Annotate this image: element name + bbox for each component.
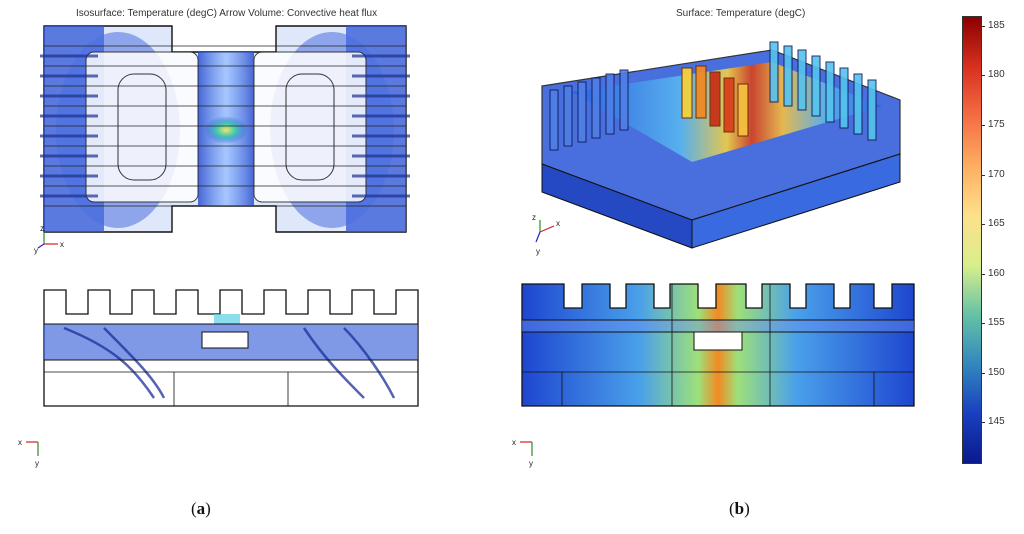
- panel-b-side-view: [521, 283, 915, 407]
- colorbar-tick-mark: [981, 224, 985, 226]
- panel-a-bottom-triad: x y: [18, 438, 39, 468]
- svg-text:y: y: [35, 459, 39, 468]
- panel-b-caption: (b): [729, 499, 750, 518]
- colorbar-tick-label: 170: [988, 168, 1005, 180]
- colorbar-tick-label: 145: [988, 416, 1005, 428]
- colorbar-tick-mark: [981, 273, 985, 275]
- panel-b-title: Surface: Temperature (degC): [676, 8, 806, 19]
- colorbar-tick-label: 185: [988, 19, 1005, 31]
- colorbar-tick-mark: [981, 323, 985, 325]
- panel-a-top-triad: z y x: [34, 224, 64, 255]
- panel-a-side-view: [43, 289, 419, 407]
- colorbar-tick-label: 160: [988, 267, 1005, 279]
- colorbar-tick-mark: [981, 372, 985, 374]
- panel-a-title: Isosurface: Temperature (degC) Arrow Vol…: [76, 8, 378, 19]
- colorbar-tick-mark: [981, 75, 985, 77]
- colorbar-tick-label: 175: [988, 119, 1005, 131]
- colorbar-tick-mark: [981, 174, 985, 176]
- svg-text:z: z: [40, 224, 44, 233]
- svg-text:x: x: [60, 240, 64, 249]
- panel-b-top-triad: z x y: [532, 213, 560, 256]
- panel-b-isometric-view: z x y: [532, 41, 901, 256]
- panel-a-caption: (a): [191, 499, 211, 518]
- colorbar-tick-mark: [981, 25, 985, 27]
- colorbar-tick-mark: [981, 125, 985, 127]
- svg-text:z: z: [532, 213, 536, 222]
- svg-text:x: x: [512, 438, 516, 447]
- colorbar-tick-label: 150: [988, 366, 1005, 378]
- svg-text:y: y: [536, 247, 540, 256]
- panel-a-top-view: z y x: [34, 25, 410, 255]
- temperature-colorbar: [962, 16, 982, 464]
- svg-text:x: x: [18, 438, 22, 447]
- svg-text:y: y: [34, 246, 38, 255]
- panel-b-bottom-triad: x y: [512, 438, 533, 468]
- colorbar-tick-label: 180: [988, 69, 1005, 81]
- colorbar-tick-label: 155: [988, 317, 1005, 329]
- svg-text:y: y: [529, 459, 533, 468]
- colorbar-tick-mark: [981, 422, 985, 424]
- svg-text:x: x: [556, 219, 560, 228]
- colorbar-tick-label: 165: [988, 218, 1005, 230]
